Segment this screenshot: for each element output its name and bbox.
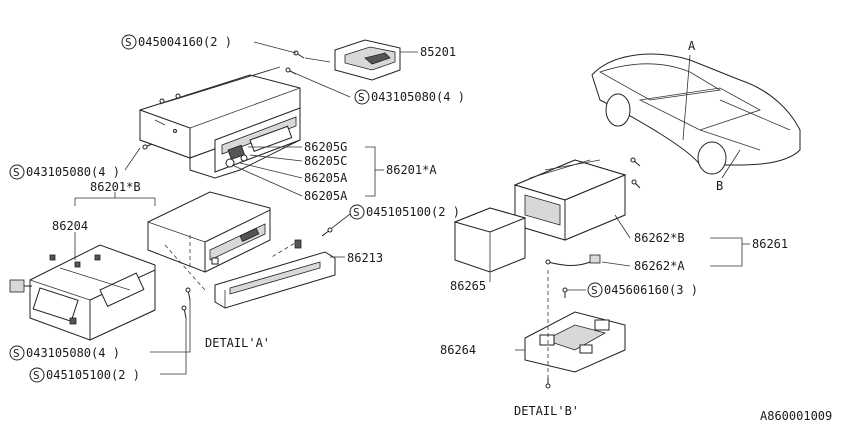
- label-045606160: 045606160(3 ): [604, 283, 698, 297]
- label-86265: 86265: [450, 279, 486, 293]
- screw-plate: [321, 213, 351, 237]
- svg-text:S: S: [125, 36, 132, 49]
- label-86205A-1: 86205A: [304, 171, 348, 185]
- label-86262A: 86262*A: [634, 259, 685, 273]
- label-86261: 86261: [752, 237, 788, 251]
- svg-text:S: S: [353, 206, 360, 219]
- screw-top: [142, 50, 305, 150]
- label-86205A-2: 86205A: [304, 189, 348, 203]
- screw-symbol-045105100-right: S: [349, 204, 365, 220]
- radio-lower-unit: [147, 191, 271, 273]
- label-86262B: 86262*B: [634, 231, 685, 245]
- screw-amp: [630, 157, 641, 189]
- screw-bottom-b: [545, 287, 586, 389]
- callout-b: B: [716, 179, 723, 193]
- cover-86265: [453, 207, 527, 273]
- label-86213: 86213: [347, 251, 383, 265]
- label-043105080-bottom: 043105080(4 ): [26, 346, 120, 360]
- label-043105080-left: 043105080(4 ): [26, 165, 120, 179]
- harness-86262A: [545, 254, 601, 266]
- label-045004160: 045004160(2 ): [138, 35, 232, 49]
- amplifier-86261: [513, 159, 627, 241]
- label-86201A: 86201*A: [386, 163, 437, 177]
- label-043105080-top: 043105080(4 ): [371, 90, 465, 104]
- detail-b-caption: DETAIL'B': [514, 404, 579, 418]
- callout-a: A: [688, 39, 696, 53]
- screw-symbol-045105100-bottom: S: [29, 367, 45, 383]
- radio-head-unit: [139, 66, 301, 179]
- svg-text:S: S: [591, 284, 598, 297]
- label-86264: 86264: [440, 343, 476, 357]
- screw-lower: [150, 287, 191, 375]
- screw-symbol-045606160: S: [587, 282, 603, 298]
- mounting-frame-86204: [9, 244, 156, 341]
- label-86204: 86204: [52, 219, 88, 233]
- face-plate-86213: [214, 239, 336, 309]
- label-85201: 85201: [420, 45, 456, 59]
- svg-text:S: S: [13, 347, 20, 360]
- bracket-85201: [334, 39, 401, 81]
- bracket-86264: [524, 311, 626, 373]
- screw-symbol-045004160: S: [121, 34, 137, 50]
- car-outline: [591, 53, 801, 179]
- svg-text:S: S: [33, 369, 40, 382]
- label-045105100-right: 045105100(2 ): [366, 205, 460, 219]
- label-86205G: 86205G: [304, 140, 347, 154]
- label-045105100-bottom: 045105100(2 ): [46, 368, 140, 382]
- svg-text:S: S: [358, 91, 365, 104]
- detail-a-caption: DETAIL'A': [205, 336, 270, 350]
- screw-symbol-043105080-top: S: [354, 89, 370, 105]
- screw-symbol-043105080-bottom: S: [9, 345, 25, 361]
- svg-text:S: S: [13, 166, 20, 179]
- screw-symbol-043105080-left: S: [9, 164, 25, 180]
- label-86201B: 86201*B: [90, 180, 141, 194]
- figure-id: A860001009: [760, 409, 832, 423]
- label-86205C: 86205C: [304, 154, 347, 168]
